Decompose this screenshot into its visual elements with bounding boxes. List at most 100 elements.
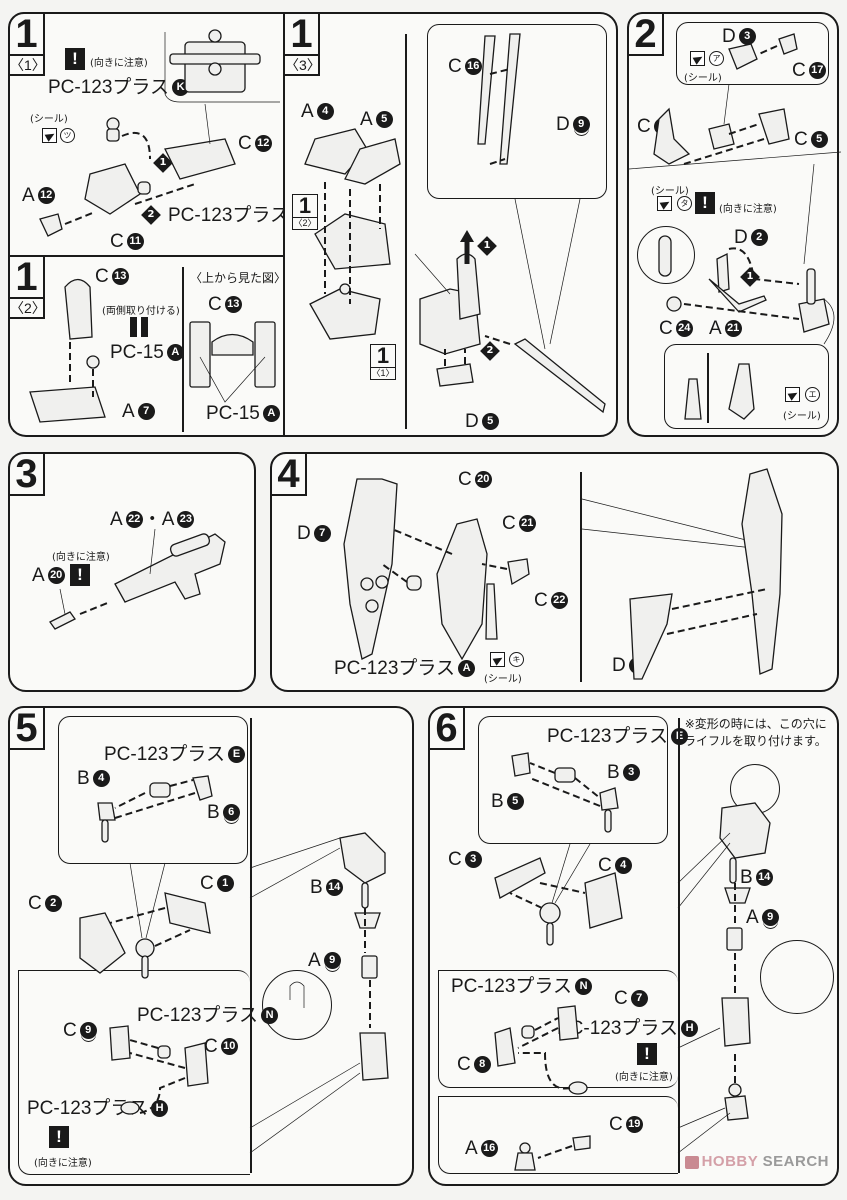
detail-inset-bottom: エ (シール) [664,344,829,429]
step-number: 6 [435,706,458,750]
transform-note-line-2: ライフルを取り付けます。 [684,734,827,748]
reference-step-1-1: 1〈1〉 [370,343,396,380]
step-number-badge: 3 [8,452,45,496]
detail-circle [262,970,332,1040]
sticker-kana-a: ア [709,51,724,66]
caution-icon: ! [70,564,90,586]
order-marker-1: 1 [477,236,497,256]
order-marker-1: 1 [153,153,173,173]
sticker-note: (シール) [651,186,689,197]
caution-note: (向きに注意) [90,58,148,69]
sticker-kana-ki: キ [509,652,524,667]
divider [250,718,252,1173]
watermark-logo-icon [684,1155,699,1169]
sticker-note: (シール) [684,73,722,84]
step-number: 5 [15,706,38,750]
step-number: 1 [15,12,38,56]
caution-note: (向きに注意) [52,552,110,563]
both-sides-icon [130,317,148,337]
step-sub-number: 〈1〉 [10,54,46,74]
sticker-icon [42,128,57,143]
reference-step-1-2: 1〈2〉 [292,193,318,230]
caution-note: (向きに注意) [615,1072,673,1083]
order-marker-2: 2 [141,205,161,225]
step-number: 2 [634,12,657,56]
divider [678,718,680,1173]
caution-note: (向きに注意) [719,204,777,215]
watermark: HOBBY SEARCH [684,1153,829,1170]
sticker-kana-e: エ [805,387,820,402]
detail-circle [637,226,695,284]
divider [707,353,709,423]
both-sides-note: (両側取り付ける) [102,306,180,317]
step-number-badge: 4 [270,452,307,496]
step-number: 3 [15,452,38,496]
sticker-note: (シール) [783,411,821,422]
step-sub-number: 〈2〉 [10,297,46,317]
divider [405,34,407,429]
step-number-badge: 1 〈3〉 [283,12,321,76]
caution-icon: ! [65,48,85,70]
order-marker-1: 1 [740,267,760,287]
top-view-title: 〈上から見た図〉 [190,271,287,285]
step-number-badge: 5 [8,706,45,750]
caution-icon: ! [49,1126,69,1148]
sticker-icon [690,51,705,66]
caution-note: (向きに注意) [34,1158,92,1169]
watermark-brand-a: HOBBY [701,1153,758,1170]
sticker-note: (シール) [484,674,522,685]
step-sub-number: 〈3〉 [285,54,321,74]
sticker-kana-tsu: ツ [60,128,75,143]
sticker-kana-ta: タ [677,196,692,211]
